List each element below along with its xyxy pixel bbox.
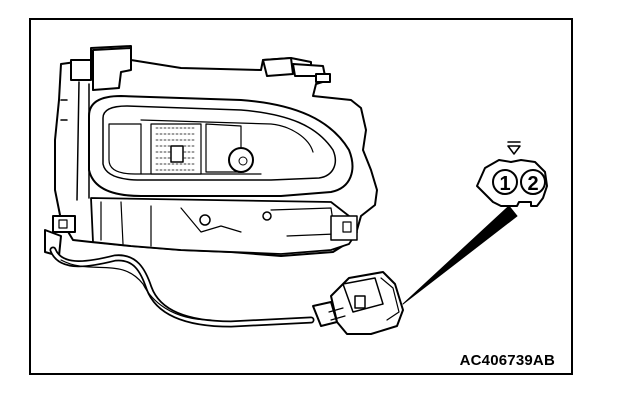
leader-wedge	[402, 205, 518, 305]
figure-code: AC406739AB	[459, 352, 555, 369]
harness-connector	[312, 271, 404, 335]
pin-2-circle	[520, 169, 546, 195]
wire-harness	[49, 246, 315, 328]
figure-frame: 1 2 AC406739AB	[29, 18, 573, 375]
pin-1-label: 1	[499, 173, 510, 195]
locking-tab-marker	[507, 145, 521, 155]
pin-2-label: 2	[527, 173, 538, 195]
connector-face	[476, 141, 548, 207]
door-lock-actuator-illustration: 1 2	[44, 45, 548, 335]
pin-1-circle	[492, 169, 518, 195]
lock-mechanism	[44, 197, 358, 257]
handle-bezel	[88, 95, 354, 197]
